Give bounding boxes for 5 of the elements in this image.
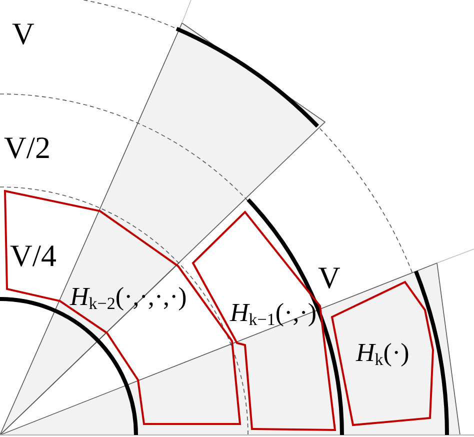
level-label: V/2 (4, 132, 50, 163)
level-label: V (318, 262, 340, 293)
formula-label: H$_{k}$(·) (356, 340, 410, 366)
level-label: V/4 (10, 240, 56, 271)
level-label: V (12, 18, 34, 49)
